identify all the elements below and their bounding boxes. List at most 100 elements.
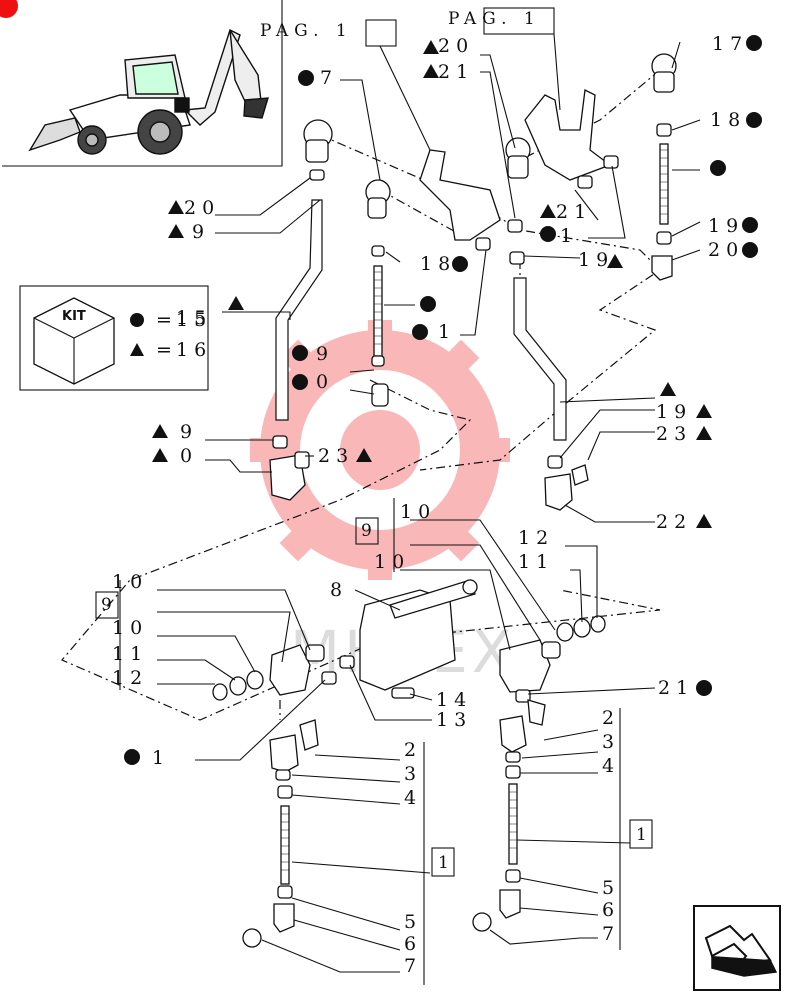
- circle-symbol-icon: [710, 160, 726, 176]
- triangle-symbol-icon: [423, 40, 439, 54]
- leader-lines: [119, 41, 701, 985]
- svg-text:11: 11: [112, 643, 148, 665]
- svg-text:2: 2: [602, 707, 620, 729]
- center-lever-assembly: [339, 579, 478, 699]
- svg-text:15: 15: [176, 309, 212, 331]
- triangle-symbol-icon: [152, 448, 168, 462]
- circle-symbol-icon: [420, 296, 436, 312]
- svg-text:1: 1: [438, 321, 456, 343]
- svg-text:11: 11: [518, 551, 554, 573]
- svg-text:19: 19: [708, 215, 744, 237]
- svg-text:9: 9: [101, 595, 118, 615]
- svg-text:21: 21: [658, 677, 694, 699]
- triangle-symbol-icon: [228, 296, 244, 310]
- triangle-symbol-icon: [423, 64, 439, 78]
- svg-text:PAG. 1: PAG. 1: [260, 21, 353, 41]
- triangle-symbol-icon: [152, 424, 168, 438]
- kit-circle-symbol-icon: [130, 313, 144, 327]
- svg-text:PAG. 1: PAG. 1: [448, 9, 541, 29]
- triangle-symbol-icon: [540, 204, 556, 218]
- circle-symbol-icon: [124, 749, 140, 765]
- svg-text:5: 5: [602, 877, 620, 899]
- svg-text:2: 2: [404, 739, 422, 761]
- svg-text:6: 6: [404, 933, 422, 955]
- circle-symbol-icon: [742, 242, 758, 258]
- triangle-symbol-icon: [168, 224, 184, 238]
- circle-symbol-icon: [292, 345, 308, 361]
- svg-text:9: 9: [361, 521, 378, 541]
- svg-text:8: 8: [330, 579, 348, 601]
- svg-text:1: 1: [152, 747, 170, 769]
- triangle-symbol-icon: [168, 200, 184, 214]
- svg-text:19: 19: [578, 249, 614, 271]
- left-lower-rod-assembly: [242, 719, 319, 948]
- callout-numbers: 17 18 20 21 7 20 9 21 1 18 19 19 20 15 1…: [112, 33, 748, 977]
- svg-text:15: 15: [176, 307, 212, 329]
- circle-symbol-icon: [540, 226, 556, 242]
- circle-symbol-icon: [742, 217, 758, 233]
- svg-text:16: 16: [176, 339, 212, 361]
- kit-legend: KIT = 15 = 16: [19, 285, 212, 391]
- svg-text:10: 10: [112, 571, 148, 593]
- left-control-rod: [272, 199, 323, 449]
- svg-text:20: 20: [184, 197, 220, 219]
- circle-symbol-icon: [292, 374, 308, 390]
- triangle-symbol-icon: [696, 426, 712, 440]
- machine-inset: [0, 0, 283, 167]
- arrow-right-icon: [704, 924, 778, 977]
- circle-symbol-icon: [452, 256, 468, 272]
- page-ref-b: PAG. 1: [448, 7, 561, 111]
- circle-symbol-icon: [696, 680, 712, 696]
- svg-text:23: 23: [656, 423, 692, 445]
- svg-text:12: 12: [112, 667, 148, 689]
- boxed-callouts: 9 9 1 1: [95, 517, 653, 877]
- svg-text:1: 1: [636, 825, 653, 845]
- next-page-button[interactable]: [693, 905, 781, 991]
- right-upper-clevis: [544, 455, 589, 511]
- svg-text:19: 19: [656, 401, 692, 423]
- svg-text:12: 12: [518, 527, 554, 549]
- center-ball-joint: [365, 179, 391, 407]
- left-pivot-block: [212, 644, 337, 701]
- circle-symbol-icon: [298, 70, 314, 86]
- far-right-ball-joint: [651, 53, 677, 281]
- svg-text:17: 17: [712, 33, 748, 55]
- top-bracket-a: [419, 149, 501, 251]
- left-ball-joint: [303, 119, 333, 181]
- svg-text:9: 9: [180, 421, 198, 443]
- svg-text:KIT: KIT: [62, 309, 86, 324]
- svg-text:1: 1: [560, 225, 578, 247]
- page-ref-a: PAG. 1: [260, 19, 431, 151]
- right-ball-joint: [505, 137, 567, 441]
- svg-text:18: 18: [710, 109, 746, 131]
- svg-text:20: 20: [438, 35, 474, 57]
- svg-text:14: 14: [436, 689, 472, 711]
- svg-text:=: =: [156, 339, 178, 361]
- svg-text:18: 18: [420, 253, 456, 275]
- svg-text:13: 13: [436, 709, 472, 731]
- top-bracket-b: [524, 89, 619, 189]
- svg-text:10: 10: [112, 617, 148, 639]
- kit-triangle-symbol-icon: [130, 343, 144, 356]
- svg-text:7: 7: [320, 67, 338, 89]
- triangle-symbol-icon: [696, 404, 712, 418]
- kit-symbols: [124, 35, 762, 765]
- svg-text:9: 9: [192, 221, 210, 243]
- svg-text:3: 3: [602, 731, 620, 753]
- svg-text:9: 9: [316, 343, 334, 365]
- svg-text:21: 21: [556, 201, 592, 223]
- svg-text:10: 10: [400, 501, 436, 523]
- right-lower-rod-assembly: [472, 699, 546, 932]
- svg-text:0: 0: [316, 371, 334, 393]
- svg-text:0: 0: [180, 445, 198, 467]
- svg-text:6: 6: [602, 899, 620, 921]
- triangle-symbol-icon: [356, 448, 372, 462]
- page-corner-badge-icon: [0, 0, 18, 18]
- svg-text:21: 21: [438, 61, 474, 83]
- right-pivot-block: [499, 615, 606, 703]
- svg-text:23: 23: [318, 445, 354, 467]
- svg-text:3: 3: [404, 763, 422, 785]
- svg-text:20: 20: [708, 239, 744, 261]
- svg-text:=: =: [156, 309, 178, 331]
